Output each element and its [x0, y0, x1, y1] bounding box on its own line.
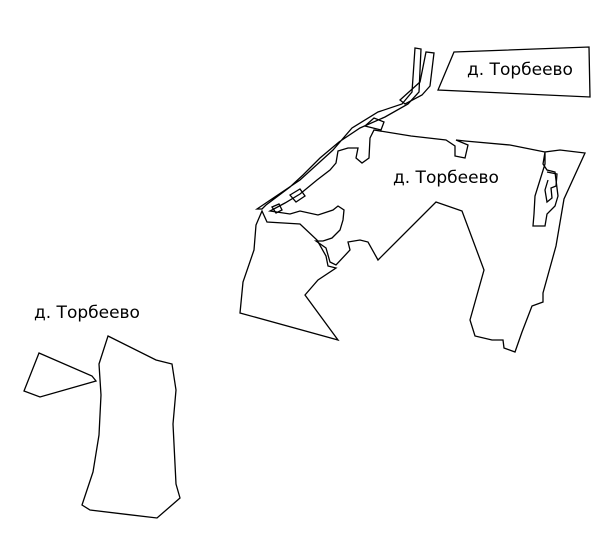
road-strip-inner[interactable]	[398, 51, 435, 105]
parcel-village-main[interactable]	[267, 129, 586, 353]
parcel-southwest-large[interactable]	[81, 335, 181, 519]
parcel-northeast-strip[interactable]	[437, 46, 591, 98]
parcel-detail-west[interactable]	[289, 188, 306, 203]
label-village-northeast: д. Торбеево	[467, 60, 573, 80]
road-strip[interactable]	[254, 47, 422, 210]
parcel-southwest-triangle[interactable]	[23, 352, 98, 398]
label-village-center: д. Торбеево	[393, 168, 499, 188]
parcel-village-southwest[interactable]	[239, 209, 340, 342]
parcel-detail-small[interactable]	[271, 203, 283, 214]
label-village-west: д. Торбеево	[34, 303, 140, 323]
parcel-detail-east[interactable]	[544, 171, 558, 204]
parcel-detail-north[interactable]	[363, 117, 385, 131]
